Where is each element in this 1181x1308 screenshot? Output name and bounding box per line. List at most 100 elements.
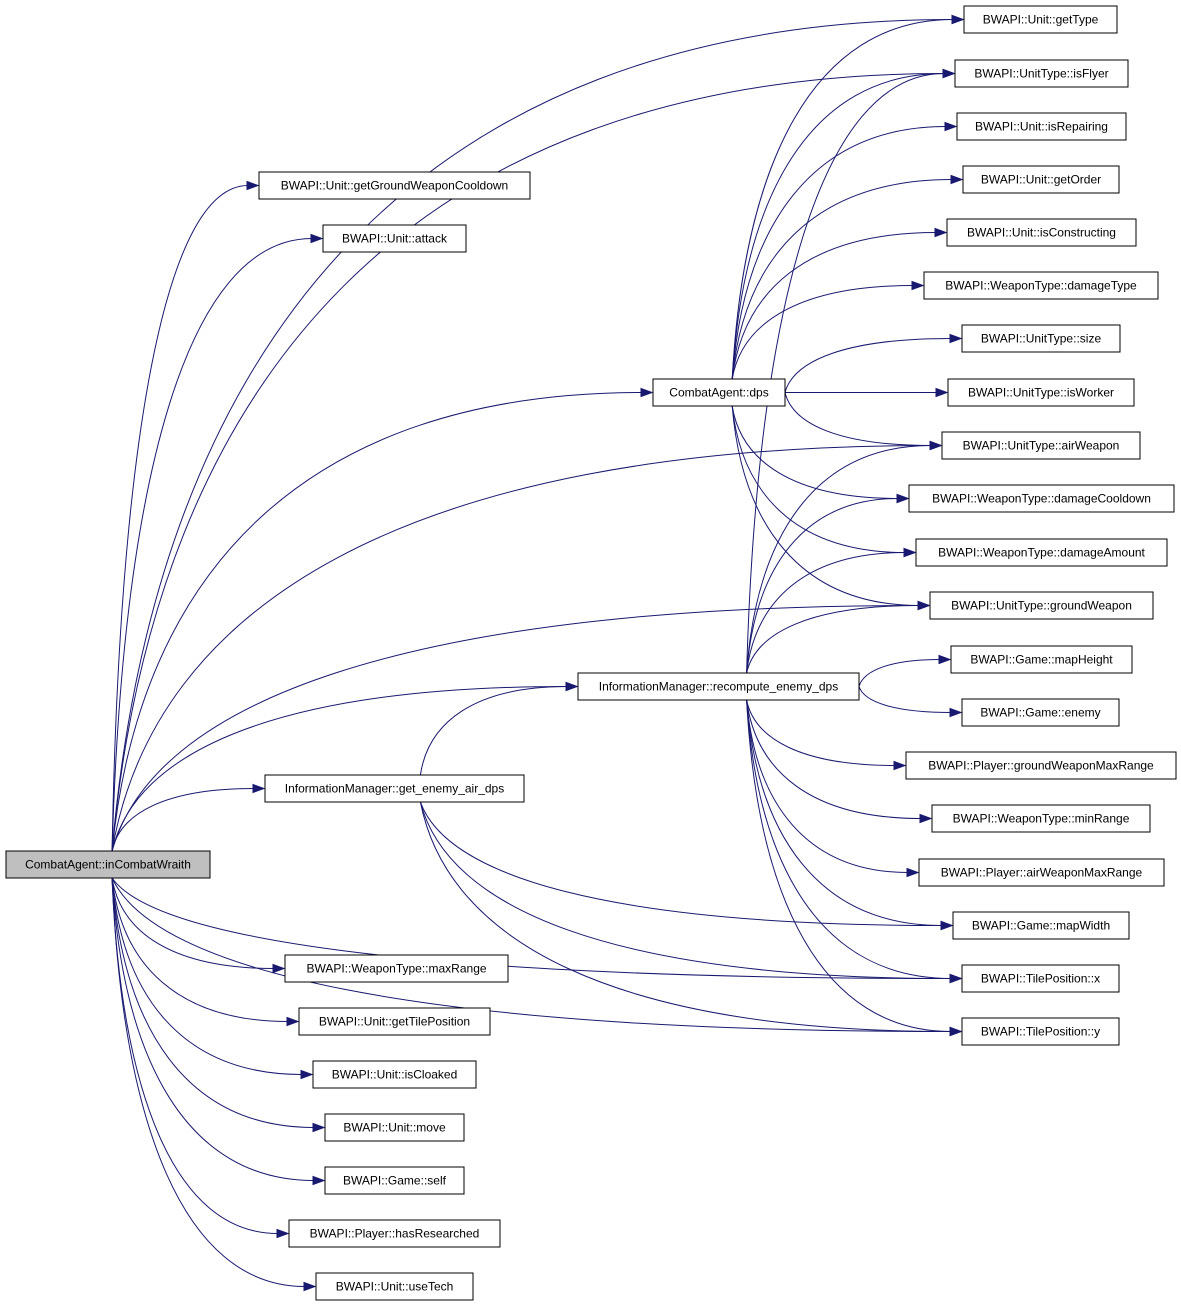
node-enemy[interactable]: BWAPI::Game::enemy — [961, 698, 1120, 727]
node-box-tileY — [961, 1017, 1120, 1046]
node-label-getGroundWeaponCooldown: BWAPI::Unit::getGroundWeaponCooldown — [281, 179, 508, 193]
edge-getEnemyAirDps-to-tileY — [419, 801, 952, 1032]
edge-dps-to-getOrder — [731, 179, 953, 380]
arrowhead-dps-to-getType — [951, 14, 965, 25]
node-label-move: BWAPI::Unit::move — [343, 1121, 446, 1135]
arrowhead-recompute-to-enemy — [949, 707, 963, 718]
node-getEnemyAirDps[interactable]: InformationManager::get_enemy_air_dps — [264, 774, 525, 803]
arrowhead-getEnemyAirDps-to-tileY — [949, 1026, 963, 1037]
arrowhead-recompute-to-damageAmount — [903, 547, 917, 558]
node-dps[interactable]: CombatAgent::dps — [652, 378, 786, 407]
node-box-attack — [322, 224, 467, 253]
edge-dps-to-damageAmount — [731, 405, 906, 553]
edge-root-to-dps — [111, 392, 643, 852]
arrowhead-root-to-useTech — [303, 1281, 317, 1292]
arrowhead-root-to-isCloaked — [300, 1069, 314, 1080]
arrowhead-getEnemyAirDps-to-tileX — [949, 973, 963, 984]
node-box-minRange — [931, 804, 1151, 833]
arrowhead-dps-to-isConstructing — [934, 227, 948, 238]
node-hasResearched[interactable]: BWAPI::Player::hasResearched — [288, 1219, 501, 1248]
edge-getEnemyAirDps-to-recompute — [419, 686, 568, 776]
node-recompute[interactable]: InformationManager::recompute_enemy_dps — [577, 672, 860, 701]
node-damageType[interactable]: BWAPI::WeaponType::damageType — [923, 271, 1159, 300]
node-mapWidth[interactable]: BWAPI::Game::mapWidth — [952, 911, 1130, 940]
node-damageAmount[interactable]: BWAPI::WeaponType::damageAmount — [915, 538, 1168, 567]
arrowhead-root-to-self — [312, 1175, 326, 1186]
edge-root-to-getGroundWeaponCooldown — [111, 185, 249, 852]
node-label-tileY: BWAPI::TilePosition::y — [981, 1025, 1100, 1039]
node-box-getTilePosition — [298, 1007, 491, 1036]
node-size[interactable]: BWAPI::UnitType::size — [961, 324, 1121, 353]
arrowhead-recompute-to-mapHeight — [938, 654, 952, 665]
edge-dps-to-isRepairing — [731, 126, 947, 380]
edge-recompute-to-isFlyer — [746, 73, 945, 674]
node-box-isFlyer — [954, 59, 1129, 88]
node-label-recompute: InformationManager::recompute_enemy_dps — [599, 680, 838, 694]
node-maxRange[interactable]: BWAPI::WeaponType::maxRange — [284, 954, 509, 983]
arrowhead-recompute-to-groundWeaponMaxRange — [893, 760, 907, 771]
edge-root-to-useTech — [111, 877, 306, 1287]
arrowhead-root-to-maxRange — [272, 963, 286, 974]
arrowhead-root-to-hasResearched — [276, 1228, 290, 1239]
edge-root-to-maxRange — [111, 877, 275, 969]
node-airWeapon[interactable]: BWAPI::UnitType::airWeapon — [941, 431, 1141, 460]
node-box-damageAmount — [915, 538, 1168, 567]
edge-root-to-getType — [111, 19, 954, 852]
node-label-getEnemyAirDps: InformationManager::get_enemy_air_dps — [285, 782, 504, 796]
node-getGroundWeaponCooldown[interactable]: BWAPI::Unit::getGroundWeaponCooldown — [258, 171, 531, 200]
arrowhead-recompute-to-airWeapon — [929, 440, 943, 451]
node-label-groundWeaponMaxRange: BWAPI::Player::groundWeaponMaxRange — [928, 759, 1154, 773]
node-label-dps: CombatAgent::dps — [669, 386, 768, 400]
node-box-airWeapon — [941, 431, 1141, 460]
edge-recompute-to-airWeapon — [746, 445, 932, 674]
node-label-self: BWAPI::Game::self — [343, 1174, 447, 1188]
arrowhead-getEnemyAirDps-to-recompute — [565, 681, 579, 692]
node-root[interactable]: CombatAgent::inCombatWraith — [5, 850, 211, 879]
node-label-getTilePosition: BWAPI::Unit::getTilePosition — [319, 1015, 470, 1029]
edge-recompute-to-damageAmount — [746, 552, 906, 674]
edge-dps-to-size — [784, 338, 952, 393]
node-isRepairing[interactable]: BWAPI::Unit::isRepairing — [956, 112, 1127, 141]
node-tileY[interactable]: BWAPI::TilePosition::y — [961, 1017, 1120, 1046]
node-box-getGroundWeaponCooldown — [258, 171, 531, 200]
node-box-getType — [963, 5, 1118, 34]
node-label-size: BWAPI::UnitType::size — [981, 332, 1102, 346]
node-airWeaponMaxRange[interactable]: BWAPI::Player::airWeaponMaxRange — [918, 858, 1165, 887]
node-move[interactable]: BWAPI::Unit::move — [324, 1113, 465, 1142]
nodes-layer: CombatAgent::inCombatWraithBWAPI::Unit::… — [5, 5, 1177, 1301]
arrowhead-recompute-to-isFlyer — [942, 68, 956, 79]
edge-root-to-attack — [111, 238, 313, 852]
arrowhead-root-to-getGroundWeaponCooldown — [246, 180, 260, 191]
node-groundWeaponMaxRange[interactable]: BWAPI::Player::groundWeaponMaxRange — [905, 751, 1177, 780]
node-getOrder[interactable]: BWAPI::Unit::getOrder — [962, 165, 1120, 194]
node-isConstructing[interactable]: BWAPI::Unit::isConstructing — [946, 218, 1137, 247]
node-box-self — [324, 1166, 465, 1195]
node-isWorker[interactable]: BWAPI::UnitType::isWorker — [947, 378, 1135, 407]
node-groundWeapon[interactable]: BWAPI::UnitType::groundWeapon — [929, 591, 1154, 620]
arrowhead-root-to-move — [312, 1122, 326, 1133]
arrowhead-root-to-getTilePosition — [286, 1016, 300, 1027]
node-label-minRange: BWAPI::WeaponType::minRange — [953, 812, 1130, 826]
node-box-enemy — [961, 698, 1120, 727]
node-box-groundWeaponMaxRange — [905, 751, 1177, 780]
node-attack[interactable]: BWAPI::Unit::attack — [322, 224, 467, 253]
node-getTilePosition[interactable]: BWAPI::Unit::getTilePosition — [298, 1007, 491, 1036]
node-label-isConstructing: BWAPI::Unit::isConstructing — [967, 226, 1116, 240]
node-damageCooldown[interactable]: BWAPI::WeaponType::damageCooldown — [908, 484, 1175, 513]
node-mapHeight[interactable]: BWAPI::Game::mapHeight — [950, 645, 1133, 674]
node-label-root: CombatAgent::inCombatWraith — [25, 858, 191, 872]
edge-dps-to-isFlyer — [731, 73, 945, 380]
node-useTech[interactable]: BWAPI::Unit::useTech — [315, 1272, 474, 1301]
node-self[interactable]: BWAPI::Game::self — [324, 1166, 465, 1195]
edge-root-to-tileY — [111, 877, 952, 1032]
node-getType[interactable]: BWAPI::Unit::getType — [963, 5, 1118, 34]
node-tileX[interactable]: BWAPI::TilePosition::x — [961, 964, 1120, 993]
edge-recompute-to-mapWidth — [746, 699, 943, 926]
node-isFlyer[interactable]: BWAPI::UnitType::isFlyer — [954, 59, 1129, 88]
node-isCloaked[interactable]: BWAPI::Unit::isCloaked — [312, 1060, 477, 1089]
node-minRange[interactable]: BWAPI::WeaponType::minRange — [931, 804, 1151, 833]
edge-root-to-airWeapon — [111, 445, 932, 852]
node-label-getType: BWAPI::Unit::getType — [983, 13, 1099, 27]
node-label-mapHeight: BWAPI::Game::mapHeight — [970, 653, 1113, 667]
edge-dps-to-groundWeapon — [731, 405, 920, 606]
